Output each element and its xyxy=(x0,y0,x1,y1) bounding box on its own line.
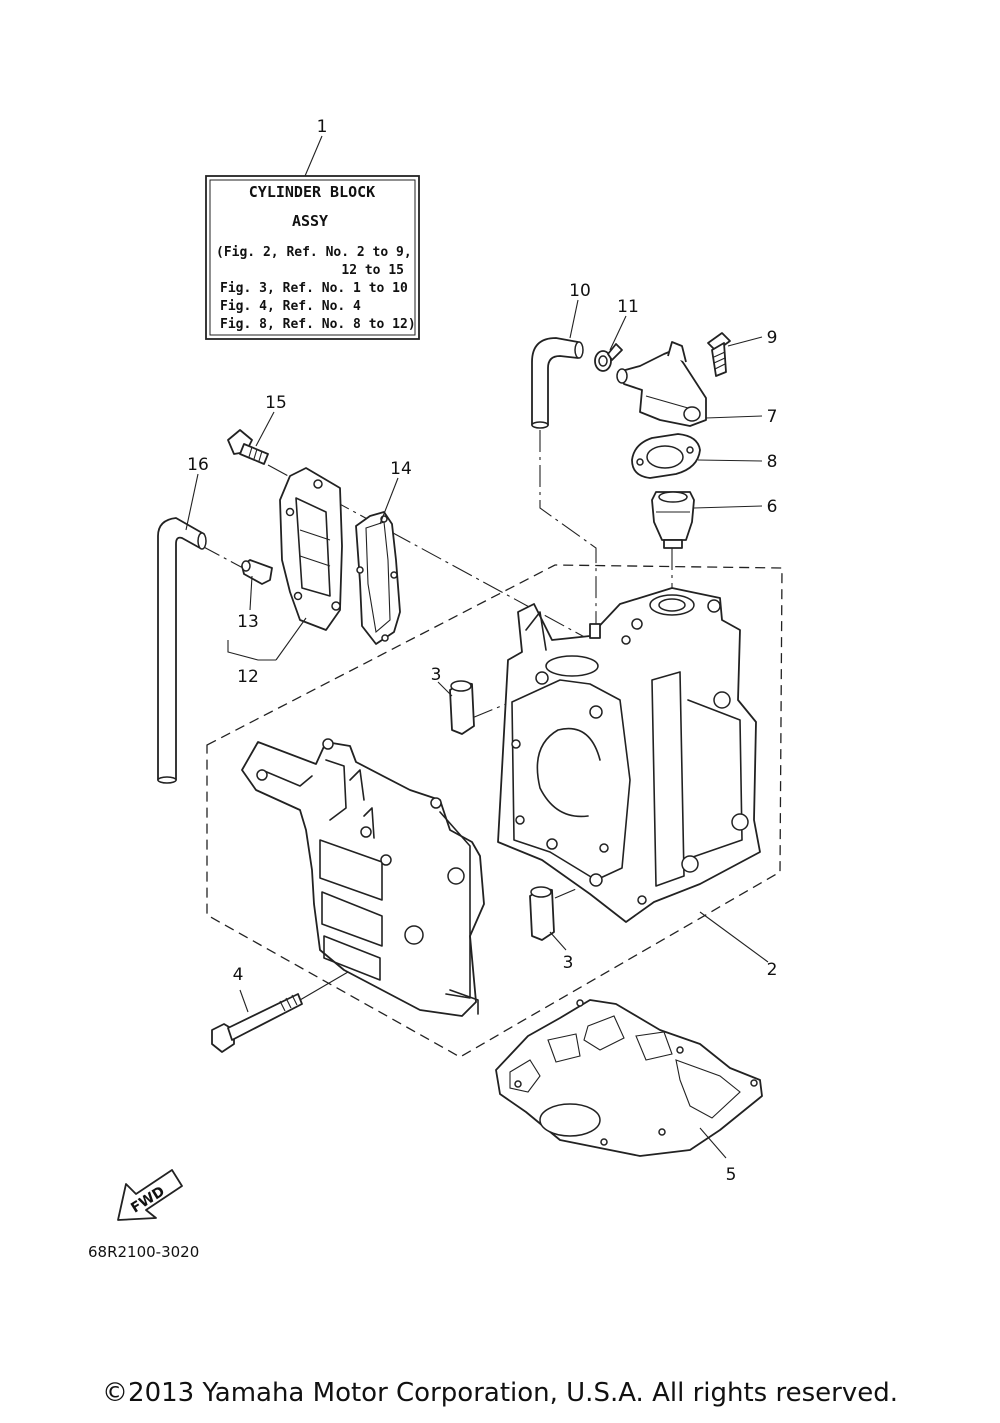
callout-labels: 1 10 11 9 7 8 6 15 16 14 13 12 3 3 2 4 5 xyxy=(187,117,777,1185)
callout-16: 16 xyxy=(187,455,209,475)
assembly-note-box: CYLINDER BLOCK ASSY (Fig. 2, Ref. No. 2 … xyxy=(205,135,420,340)
thermostat-cover-part-7 xyxy=(616,341,707,427)
callout-2: 2 xyxy=(767,960,778,980)
hose-part-10 xyxy=(531,337,584,429)
callout-5: 5 xyxy=(726,1165,737,1185)
bolt-part-4 xyxy=(211,993,303,1053)
assembly-note-line3: Fig. 3, Ref. No. 1 to 10 xyxy=(220,281,408,296)
bolt-part-9 xyxy=(707,332,731,377)
callout-3-upper: 3 xyxy=(431,665,442,685)
leader-lines xyxy=(185,299,769,1159)
assembly-note-line4: Fig. 4, Ref. No. 4 xyxy=(220,299,361,314)
exhaust-guide-assembly xyxy=(241,738,485,1017)
callout-8: 8 xyxy=(767,452,778,472)
callout-9: 9 xyxy=(767,328,778,348)
bolt-part-15 xyxy=(227,429,269,465)
dowel-pin-part-3-upper xyxy=(449,680,475,735)
cover-part-12 xyxy=(279,467,343,631)
callout-12: 12 xyxy=(237,667,259,687)
forward-arrow: FWD xyxy=(117,1169,183,1221)
assembly-envelope xyxy=(206,564,783,1058)
assembly-note-line2: 12 to 15 xyxy=(341,263,404,278)
gasket-part-5 xyxy=(495,999,763,1157)
assembly-title-line1: CYLINDER BLOCK xyxy=(249,183,375,201)
assembly-note-line5: Fig. 8, Ref. No. 8 to 12) xyxy=(220,317,416,332)
callout-15: 15 xyxy=(265,393,287,413)
callout-13: 13 xyxy=(237,612,259,632)
callout-7: 7 xyxy=(767,407,778,427)
hose-part-16 xyxy=(157,517,207,784)
cylinder-block-part-2 xyxy=(497,587,761,923)
callout-3-lower: 3 xyxy=(563,953,574,973)
drawing-code: 68R2100-3020 xyxy=(88,1243,199,1261)
assembly-title-line2: ASSY xyxy=(292,212,328,230)
dowel-pin-part-3-lower xyxy=(529,886,555,941)
callout-14: 14 xyxy=(390,459,412,479)
callout-4: 4 xyxy=(233,965,244,985)
thermostat-part-6 xyxy=(651,491,695,549)
nipple-part-13 xyxy=(241,559,273,585)
gasket-part-14 xyxy=(355,511,401,645)
callout-11: 11 xyxy=(617,297,639,317)
copyright-notice: ©2013 Yamaha Motor Corporation, U.S.A. A… xyxy=(102,1378,898,1408)
assembly-note-line1: (Fig. 2, Ref. No. 2 to 9, xyxy=(216,245,412,260)
callout-6: 6 xyxy=(767,497,778,517)
gasket-part-8 xyxy=(631,433,701,479)
clip-part-11 xyxy=(594,343,623,372)
callout-10: 10 xyxy=(569,281,591,301)
callout-1: 1 xyxy=(317,117,328,137)
